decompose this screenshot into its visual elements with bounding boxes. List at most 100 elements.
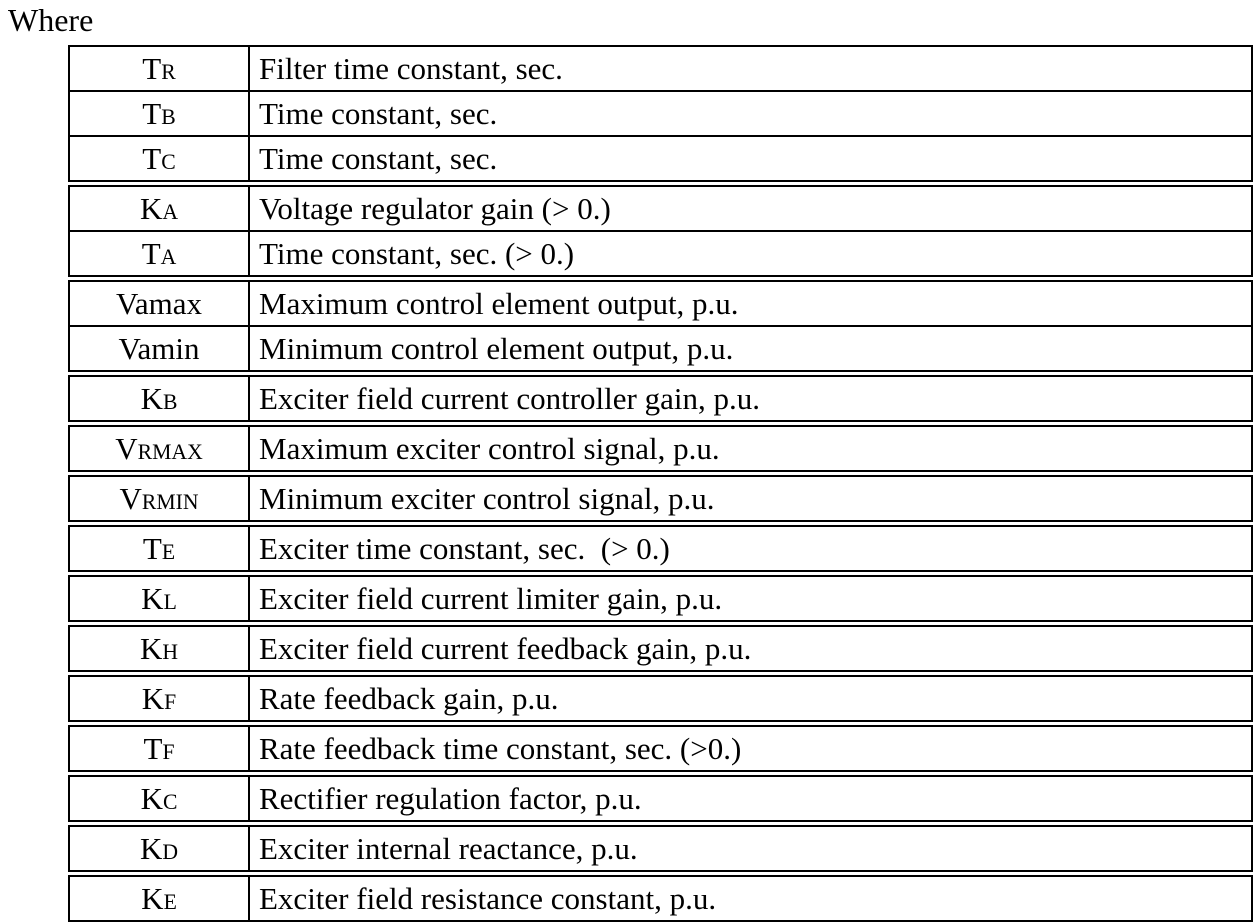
description-cell: Exciter field current limiter gain, p.u. [259, 580, 723, 616]
description-cell: Rate feedback gain, p.u. [259, 680, 559, 716]
description-cell: Exciter time constant, sec. (> 0.) [259, 530, 670, 566]
symbol-text: KH [140, 631, 178, 667]
table-group: Vamax Maximum control element output, p.u… [68, 280, 1253, 372]
symbol-text: TB [142, 96, 175, 132]
symbol-subscript: C [162, 789, 178, 814]
symbol-cell: KC [70, 777, 250, 820]
symbol-subscript: F [162, 739, 175, 764]
table-group: TE Exciter time constant, sec. (> 0.) [68, 525, 1253, 572]
symbol-base: K [139, 830, 163, 866]
table-row: TE Exciter time constant, sec. (> 0.) [68, 525, 1253, 572]
symbol-base: K [139, 630, 163, 666]
symbol-subscript: A [160, 244, 177, 269]
table-row: KL Exciter field current limiter gain, p.… [68, 575, 1253, 622]
where-heading: Where [8, 2, 94, 38]
symbol-base: V [119, 480, 142, 516]
symbol-cell: Vamax [70, 282, 250, 325]
description-cell: Time constant, sec. (> 0.) [259, 235, 575, 271]
table-group: VRMIN Minimum exciter control signal, p.u… [68, 475, 1253, 522]
symbol-base: K [141, 880, 164, 916]
symbol-subscript: H [162, 639, 179, 664]
symbol-subscript: RMAX [137, 439, 203, 464]
description-cell: Minimum control element output, p.u. [259, 330, 734, 366]
description-cell: Minimum exciter control signal, p.u. [259, 480, 715, 516]
symbol-subscript: R [161, 59, 176, 84]
symbol-cell: TF [70, 727, 250, 770]
table-row: TB Time constant, sec. [68, 90, 1253, 137]
symbol-cell: KB [70, 377, 250, 420]
symbol-cell: TE [70, 527, 250, 570]
table-group: KB Exciter field current controller gain,… [68, 375, 1253, 422]
symbol-subscript: D [162, 839, 179, 864]
table-group: VRMAX Maximum exciter control signal, p.u… [68, 425, 1253, 472]
symbol-cell: Vamin [70, 327, 250, 370]
symbol-base: K [139, 190, 163, 226]
description-cell: Time constant, sec. [259, 95, 498, 131]
symbol-subscript: C [161, 149, 176, 174]
description-cell: Maximum control element output, p.u. [259, 285, 739, 321]
description-cell: Rate feedback time constant, sec. (>0.) [259, 730, 742, 766]
symbol-base: K [140, 380, 163, 416]
table-group: KF Rate feedback gain, p.u. [68, 675, 1253, 722]
table-row: KB Exciter field current controller gain,… [68, 375, 1253, 422]
symbol-base: V [115, 430, 138, 466]
description-cell: Exciter field current controller gain, p… [259, 380, 760, 416]
description-cell: Voltage regulator gain (> 0.) [259, 190, 611, 226]
symbol-base: T [142, 140, 162, 176]
symbol-subscript: E [163, 889, 177, 914]
table-group: KH Exciter field current feedback gain, p… [68, 625, 1253, 672]
symbol-subscript: L [163, 589, 177, 614]
symbol-subscript: RMIN [141, 489, 199, 514]
description-cell: Rectifier regulation factor, p.u. [259, 780, 642, 816]
description-cell: Exciter field resistance constant, p.u. [259, 880, 717, 916]
symbol-cell: TA [70, 232, 250, 275]
table-group: KC Rectifier regulation factor, p.u. [68, 775, 1253, 822]
symbol-base: Vamax [115, 285, 203, 321]
symbol-base: K [141, 580, 164, 616]
description-cell: Filter time constant, sec. [259, 50, 563, 86]
symbol-text: TE [143, 531, 175, 567]
table-row: KA Voltage regulator gain (> 0.) [68, 185, 1253, 232]
symbol-cell: VRMIN [70, 477, 250, 520]
symbol-text: KC [141, 781, 178, 817]
symbol-subscript: E [161, 539, 176, 564]
symbol-cell: TC [70, 137, 250, 180]
symbol-subscript: F [164, 689, 177, 714]
description-cell: Maximum exciter control signal, p.u. [259, 430, 720, 466]
symbol-base: T [143, 730, 163, 766]
symbol-text: KB [141, 381, 178, 417]
table-row: Vamin Minimum control element output, p.u… [68, 325, 1253, 372]
symbol-text: KL [141, 581, 177, 617]
symbol-cell: KF [70, 677, 250, 720]
symbol-text: Vamin [119, 331, 200, 367]
table-group: KE Exciter field resistance constant, p.u… [68, 875, 1253, 922]
symbol-base: Vamin [118, 330, 200, 366]
table-row: Vamax Maximum control element output, p.u… [68, 280, 1253, 327]
symbol-text: VRMIN [119, 481, 198, 517]
symbol-base: K [140, 780, 163, 816]
symbol-subscript: A [162, 199, 179, 224]
symbol-cell: TR [70, 47, 250, 90]
symbol-text: TA [142, 236, 177, 272]
table-row: KH Exciter field current feedback gain, p… [68, 625, 1253, 672]
symbol-subscript: B [161, 104, 176, 129]
description-cell: Exciter field current feedback gain, p.u… [259, 630, 752, 666]
symbol-cell: KH [70, 627, 250, 670]
symbol-text: Vamax [116, 286, 202, 322]
symbol-text: KA [140, 191, 178, 227]
description-cell: Time constant, sec. [259, 140, 498, 176]
table-row: TA Time constant, sec. (> 0.) [68, 230, 1253, 277]
table-row: VRMAX Maximum exciter control signal, p.u… [68, 425, 1253, 472]
table-group: KL Exciter field current limiter gain, p.… [68, 575, 1253, 622]
table-row: KC Rectifier regulation factor, p.u. [68, 775, 1253, 822]
symbol-cell: VRMAX [70, 427, 250, 470]
symbol-text: VRMAX [115, 431, 202, 467]
symbol-base: T [142, 50, 162, 86]
symbol-text: KF [142, 681, 176, 717]
